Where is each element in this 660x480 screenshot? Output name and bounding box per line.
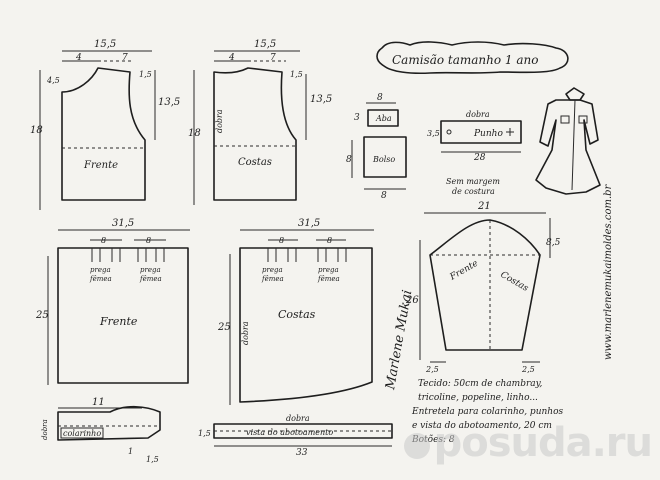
bodice-back-armhole-h: 13,5 [310, 94, 332, 105]
watermark: posuda.ru [403, 420, 653, 466]
bodice-back-fold: dobra [215, 109, 224, 133]
skirt-back-height: 25 [217, 322, 231, 333]
skirt-front-height: 25 [35, 310, 49, 321]
sleeve-left-inset: 2,5 [425, 365, 439, 374]
skirt-back-label: Costas [278, 308, 316, 321]
pocket-width: 8 [381, 191, 387, 201]
bodice-back-height: 18 [188, 128, 201, 139]
bodice-back-label: Costas [238, 157, 272, 168]
skirt-front-pleat2-sub: fêmea [139, 275, 162, 283]
skirt-front-pleat2-w: 8 [146, 236, 151, 245]
placket-label: vista do abotoamento [246, 428, 333, 437]
pocket-flap-width: 8 [377, 93, 383, 103]
button-placket: dobra vista do abotoamento 1,5 33 [198, 414, 393, 458]
placket-height: 1,5 [198, 429, 211, 438]
shirt-dress-sketch [535, 87, 601, 195]
bodice-front-neck-w: 4 [75, 53, 82, 63]
sleeve-height: 26 [405, 295, 419, 306]
bodice-back: 15,5 4 7 1,5 18 13,5 dobra Costas [188, 39, 332, 205]
bodice-front: 15,5 4 7 1,5 4,5 18 13,5 Frente [30, 39, 180, 210]
bodice-front-armhole-h: 13,5 [158, 97, 180, 108]
cuff: dobra Punho 3,5 28 [427, 110, 522, 163]
bodice-back-drop: 1,5 [290, 70, 303, 79]
sleeve-back-label: Costas [499, 270, 531, 294]
pocket-flap-height: 3 [354, 113, 360, 123]
skirt-back-pleat1-sub: fêmea [261, 275, 284, 283]
sleeve-width: 21 [477, 201, 491, 212]
collar-step-2: 1,5 [146, 455, 159, 464]
title-cloud: Camisão tamanho 1 ano [376, 41, 569, 75]
pocket-label: Bolso [372, 155, 395, 164]
cuff-label: Punho [473, 129, 503, 139]
pocket-flap-label: Aba [375, 114, 392, 123]
pocket-flap: 8 3 Aba [354, 93, 399, 127]
watermark-dot-icon [403, 433, 430, 459]
bodice-front-width: 15,5 [94, 39, 116, 50]
placket-width: 33 [296, 448, 308, 458]
pocket-height: 8 [346, 155, 352, 165]
skirt-front-pleat1-label: prega [90, 266, 111, 274]
fabric-notes: Tecido: 50cm de chambray, tricoline, pop… [411, 379, 564, 445]
skirt-back-width: 31,5 [298, 218, 320, 229]
skirt-front: 31,5 25 8 8 prega fêmea prega fêmea Fren… [35, 218, 190, 385]
cuff-height: 3,5 [427, 129, 440, 138]
bodice-front-drop: 1,5 [139, 70, 152, 79]
skirt-back-pleat1-label: prega [262, 266, 283, 274]
note-line-1: Tecido: 50cm de chambray, [418, 379, 543, 389]
watermark-text: posuda.ru [433, 420, 653, 466]
skirt-front-pleat1-sub: fêmea [89, 275, 112, 283]
skirt-back-pleat1-w: 8 [279, 236, 284, 245]
skirt-front-pleat2-label: prega [140, 266, 161, 274]
collar: 11 dobra colarinho 1 1,5 [41, 397, 161, 464]
skirt-back-pleat2-w: 8 [327, 236, 332, 245]
pocket: Bolso 8 8 [346, 136, 407, 201]
sleeve-right-inset: 2,5 [521, 365, 535, 374]
cuff-width: 28 [473, 153, 486, 163]
note-line-4: e vista do abotoamento, 20 cm [412, 421, 552, 431]
cuff-fold: dobra [466, 110, 490, 119]
bodice-back-width: 15,5 [254, 39, 276, 50]
bodice-front-label: Frente [83, 160, 118, 171]
skirt-back: 31,5 25 8 8 prega fêmea prega fêmea dobr… [217, 218, 374, 405]
collar-step-1: 1 [128, 447, 133, 456]
website-text: www.marlenemukaimoldes.com.br [603, 183, 614, 360]
sleeve-cap-h: 8,5 [546, 238, 561, 248]
placket-fold: dobra [286, 414, 310, 423]
collar-width: 11 [92, 397, 105, 408]
note-line-2: tricoline, popeline, linho... [418, 393, 538, 403]
collar-label: colarinho [63, 429, 101, 438]
no-seam-note-1: Sem margem [446, 177, 500, 186]
skirt-front-width: 31,5 [112, 218, 134, 229]
skirt-front-label: Frente [99, 315, 138, 328]
sleeve: 21 8,5 26 Frente Costas 2,5 2,5 [405, 201, 561, 374]
sleeve-front-label: Frente [448, 259, 480, 283]
bodice-back-shoulder-w: 7 [270, 53, 276, 63]
no-seam-note-2: de costura [452, 187, 495, 196]
note-line-5: Botões: 8 [411, 434, 455, 445]
bodice-front-height: 18 [30, 125, 43, 136]
collar-fold: dobra [41, 419, 49, 440]
note-line-3: Entretela para colarinho, punhos [411, 407, 564, 417]
bodice-front-shoulder-w: 7 [122, 53, 128, 63]
skirt-back-pleat2-sub: fêmea [317, 275, 340, 283]
bodice-front-neck-h: 4,5 [46, 76, 60, 85]
skirt-front-pleat1-w: 8 [101, 236, 106, 245]
skirt-back-pleat2-label: prega [318, 266, 339, 274]
title-text: Camisão tamanho 1 ano [392, 53, 538, 67]
bodice-back-neck-w: 4 [228, 53, 235, 63]
skirt-back-fold: dobra [241, 321, 250, 345]
